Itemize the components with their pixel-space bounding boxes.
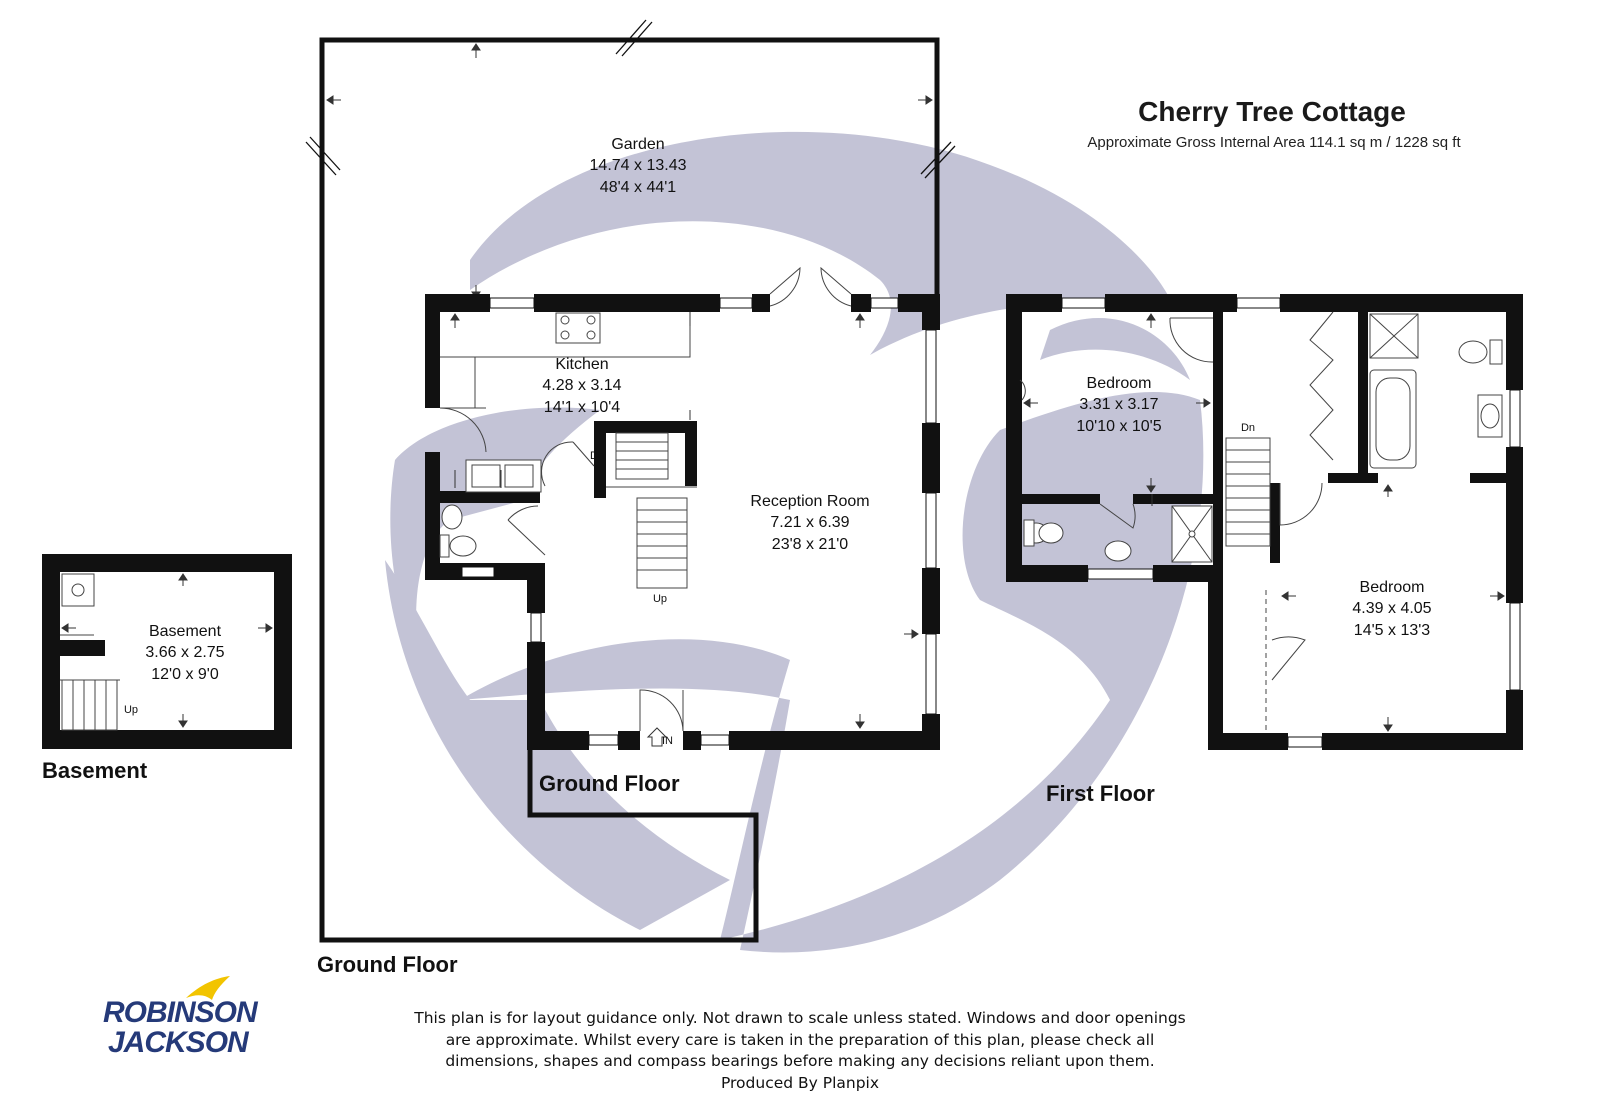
reception-dimension-arrows	[450, 312, 919, 729]
kitchen-fittings	[439, 312, 691, 493]
ground-floor-label-outer: Ground Floor	[317, 952, 458, 977]
basement-stair-up-label: Up	[124, 704, 138, 716]
disclaimer-producer: Produced By Planpix	[720, 1073, 880, 1092]
basement-floor-label: Basement	[42, 758, 148, 783]
first-floor-windows	[1061, 297, 1521, 748]
bedroom1-imperial: 10'10 x 10'5	[1076, 418, 1161, 435]
kitchen-metric: 4.28 x 3.14	[542, 377, 621, 394]
area-subtitle: Approximate Gross Internal Area 114.1 sq…	[1087, 134, 1461, 151]
kitchen-imperial: 14'1 x 10'4	[544, 399, 620, 416]
reception-name: Reception Room	[750, 493, 869, 510]
first-floor-label: First Floor	[1046, 781, 1155, 806]
ground-stair-up-label: Up	[653, 593, 667, 605]
entrance-arrow-icon	[646, 727, 668, 747]
reception-metric: 7.21 x 6.39	[770, 514, 849, 531]
basement-fittings	[60, 573, 120, 731]
basement-metric: 3.66 x 2.75	[145, 644, 224, 661]
garden-name: Garden	[611, 136, 664, 153]
basement-dimension-arrows	[61, 573, 273, 728]
bedroom1-name: Bedroom	[1087, 375, 1152, 392]
disclaimer-line: dimensions, shapes and compass bearings …	[445, 1052, 1155, 1070]
first-floor-dimension-arrows	[1023, 313, 1505, 732]
ground-floor-label-inner: Ground Floor	[539, 771, 680, 796]
basement-walls	[42, 554, 292, 749]
first-floor-fittings	[1023, 313, 1503, 563]
disclaimer-line: are approximate. Whilst every care is ta…	[445, 1030, 1155, 1049]
basement-imperial: 12'0 x 9'0	[151, 666, 219, 683]
ground-floor-stairs	[606, 432, 697, 589]
entrance-label: IN	[662, 735, 673, 747]
kitchen-name: Kitchen	[555, 356, 608, 373]
disclaimer-line: This plan is for layout guidance only. N…	[414, 1009, 1186, 1027]
ground-wc-fittings	[439, 504, 546, 558]
doors	[639, 266, 852, 732]
reception-imperial: 23'8 x 21'0	[772, 536, 848, 553]
bedroom1-metric: 3.31 x 3.17	[1079, 396, 1158, 413]
logo-line1: ROBINSON	[103, 996, 259, 1029]
garden-boundary	[319, 37, 940, 943]
first-stair-down-label: Dn	[1241, 422, 1255, 434]
bedroom2-imperial: 14'5 x 13'3	[1354, 622, 1430, 639]
property-title: Cherry Tree Cottage	[1138, 96, 1406, 127]
garden-break-marks	[305, 19, 956, 179]
swoosh-icon	[186, 976, 230, 1000]
bedroom2-metric: 4.39 x 4.05	[1352, 600, 1431, 617]
basement-name: Basement	[149, 623, 222, 640]
ground-floor-walls	[425, 294, 940, 750]
disclaimer: This plan is for layout guidance only. N…	[380, 1008, 1220, 1094]
logo-line2: JACKSON	[108, 1026, 250, 1059]
ground-stair-down-label: Dn	[590, 450, 604, 462]
ground-floor-windows	[461, 297, 937, 746]
robinson-jackson-logo: ROBINSON JACKSON	[103, 976, 260, 1059]
bedroom2-name: Bedroom	[1360, 579, 1425, 596]
first-floor-doors	[1019, 311, 1334, 681]
first-floor-walls	[1006, 294, 1523, 750]
garden-metric: 14.74 x 13.43	[590, 157, 687, 174]
garden-imperial: 48'4 x 44'1	[600, 179, 676, 196]
first-floor-stairs	[1225, 437, 1271, 733]
